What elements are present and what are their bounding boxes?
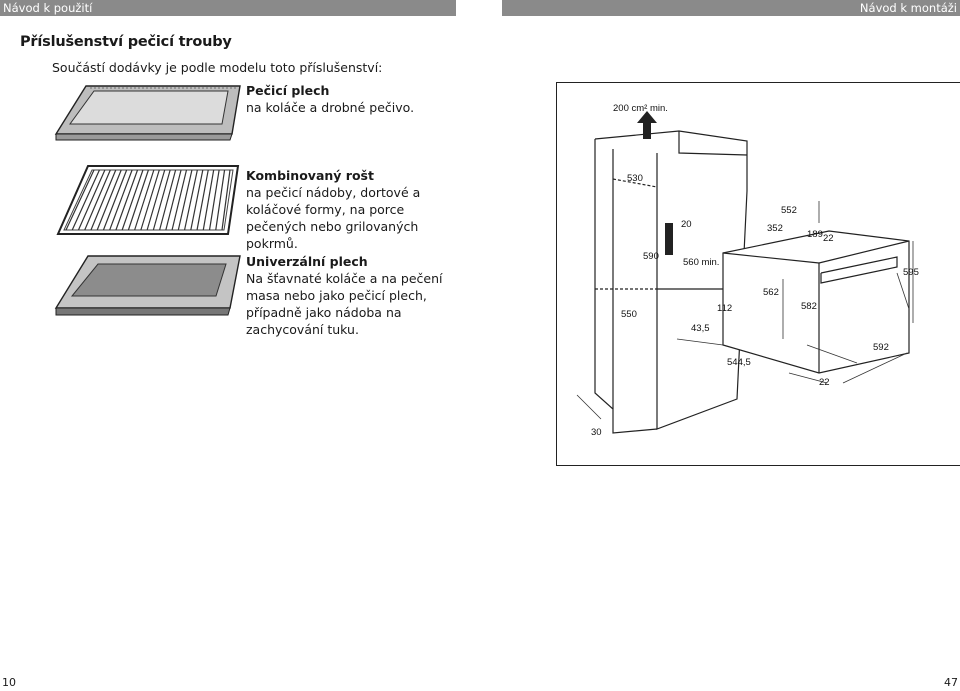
rack-wire xyxy=(202,169,215,231)
rack-wire xyxy=(102,169,128,231)
page-title: Příslušenství pečicí trouby xyxy=(20,34,232,50)
header-left-text: Návod k použití xyxy=(3,1,93,15)
label-552: 552 xyxy=(781,205,797,216)
accessory-title: Pečicí plech xyxy=(246,83,330,98)
label-560: 560 min. xyxy=(683,257,719,268)
rack-wire xyxy=(165,169,182,231)
installation-diagram: 200 cm² min. xyxy=(556,82,960,466)
rack-wire xyxy=(140,169,160,231)
rack-wire xyxy=(152,169,171,231)
rack-wire xyxy=(134,169,155,231)
rack-wire xyxy=(146,169,166,231)
rack-wire xyxy=(127,169,149,231)
header-right-text: Návod k montáži xyxy=(859,1,957,15)
label-112: 112 xyxy=(717,303,732,314)
intro-text: Součástí dodávky je podle modelu toto př… xyxy=(52,60,383,75)
universal-tray-image xyxy=(54,255,241,316)
label-22-top: 22 xyxy=(823,233,834,244)
label-30: 30 xyxy=(591,427,602,438)
label-544: 544,5 xyxy=(727,357,751,368)
rack-wire xyxy=(159,169,177,231)
accessory-wire-rack: Kombinovaný rošt na pečicí nádoby, dorto… xyxy=(246,167,446,252)
page-number-right: 47 xyxy=(944,676,958,689)
accessory-desc: na koláče a drobné pečivo. xyxy=(246,100,415,115)
label-vent: 200 cm² min. xyxy=(613,103,668,114)
rack-wire xyxy=(215,169,226,231)
baking-tray-image xyxy=(54,85,241,141)
label-550: 550 xyxy=(621,309,637,320)
label-582: 582 xyxy=(801,301,817,312)
label-562: 562 xyxy=(763,287,779,298)
rack-wire xyxy=(65,169,95,231)
label-590: 590 xyxy=(643,251,659,262)
rack-wire xyxy=(121,169,144,231)
rack-wire xyxy=(190,169,204,231)
rack-wire xyxy=(90,169,117,231)
installation-drawing: 200 cm² min. xyxy=(576,103,919,438)
label-592: 592 xyxy=(873,342,889,353)
label-595: 595 xyxy=(903,267,919,278)
accessory-desc: Na šťavnaté koláče a na pečení masa nebo… xyxy=(246,271,443,337)
header-bar-right: Návod k montáži xyxy=(502,0,960,16)
page-number-left: 10 xyxy=(2,676,16,689)
label-352: 352 xyxy=(767,223,783,234)
wire-rack-image xyxy=(56,165,240,235)
rack-wire xyxy=(115,169,139,231)
rack-wire xyxy=(171,169,188,231)
rack-wire xyxy=(71,169,100,231)
label-43: 43,5 xyxy=(691,323,710,334)
accessory-desc: na pečicí nádoby, dortové a koláčové for… xyxy=(246,185,421,251)
accessory-title: Univerzální plech xyxy=(246,254,368,269)
rack-wire xyxy=(109,169,133,231)
label-22-bottom: 22 xyxy=(819,377,830,388)
rack-wire xyxy=(77,169,106,231)
rack-wire xyxy=(221,169,231,231)
accessory-title: Kombinovaný rošt xyxy=(246,168,374,183)
rack-wire xyxy=(96,169,122,231)
header-bar-left: Návod k použití xyxy=(0,0,456,16)
label-530: 530 xyxy=(627,173,643,184)
rack-wire xyxy=(208,169,220,231)
accessory-universal-tray: Univerzální plech Na šťavnaté koláče a n… xyxy=(246,253,451,338)
label-20: 20 xyxy=(681,219,692,230)
rack-wire xyxy=(177,169,193,231)
label-189: 189 xyxy=(807,229,823,240)
rack-wire xyxy=(183,169,198,231)
rack-wire xyxy=(84,169,111,231)
rack-wire xyxy=(196,169,209,231)
accessory-baking-tray: Pečicí plech na koláče a drobné pečivo. xyxy=(246,82,446,116)
